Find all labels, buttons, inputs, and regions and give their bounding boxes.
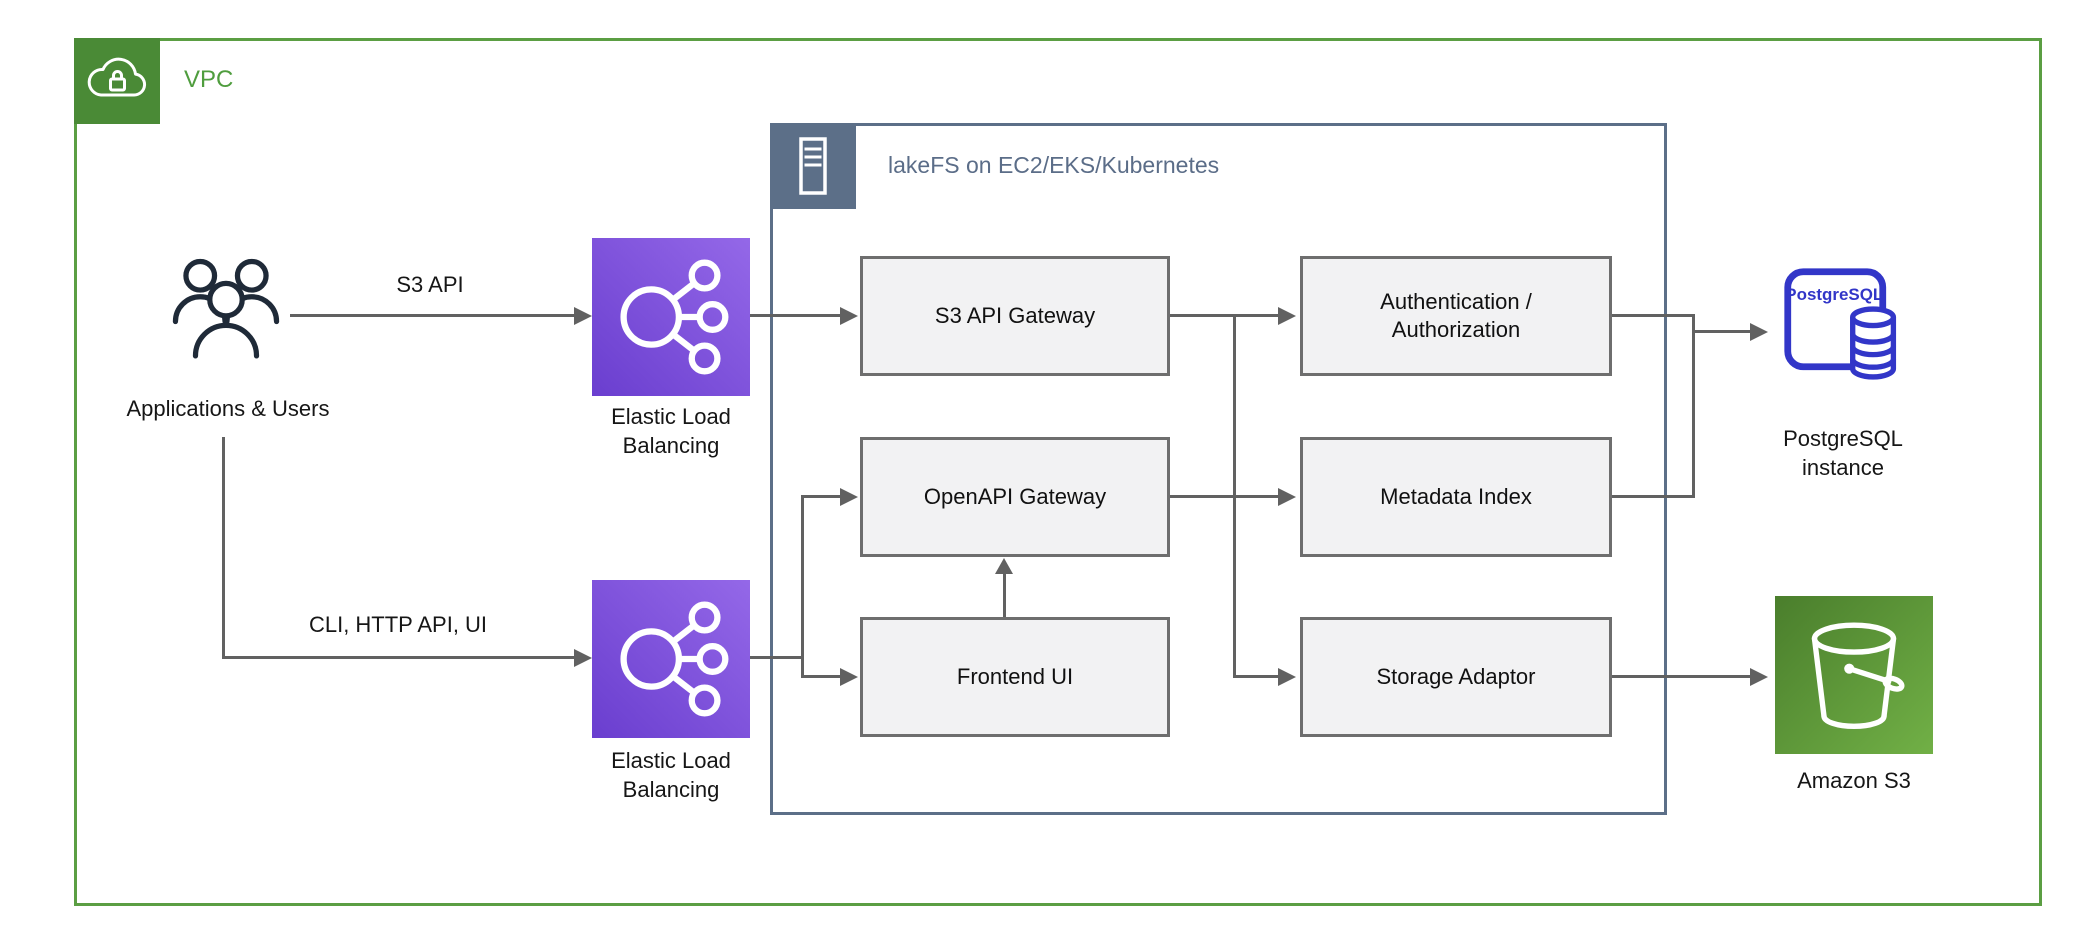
edge-elb-top-to-s3-gateway-arrowhead <box>840 307 858 325</box>
node-frontend-ui-label: Frontend UI <box>956 664 1074 689</box>
edge-trunk-to-storage-line <box>1233 675 1280 678</box>
edge-to-postgres-arrowhead <box>1750 323 1768 341</box>
node-authentication-authorization: Authentication / Authorization <box>1300 256 1612 376</box>
edge-branch-vertical-line <box>801 495 804 678</box>
edge-metadata-out-line <box>1612 495 1695 498</box>
postgresql-label: PostgreSQL instance <box>1783 426 1903 480</box>
server-icon <box>770 123 856 209</box>
edge-label-s3-api: S3 API <box>396 272 464 297</box>
elastic-load-balancing-bottom-icon <box>592 580 750 738</box>
edge-s3-gateway-to-auth-arrowhead <box>1278 307 1296 325</box>
node-frontend-ui: Frontend UI <box>860 617 1170 737</box>
edge-users-to-elb-bottom-arrowhead <box>574 649 592 667</box>
edge-openapi-to-metadata-line <box>1170 495 1280 498</box>
edge-right-merge-line <box>1692 314 1695 498</box>
lakefs-group-border <box>770 123 1667 815</box>
vpc-group-label: VPC <box>184 66 234 93</box>
postgresql-icon: PostgreSQL <box>1780 264 1906 390</box>
edge-storage-to-s3-line <box>1612 675 1752 678</box>
edge-branch-to-openapi-arrowhead <box>840 488 858 506</box>
amazon-s3-label: Amazon S3 <box>1797 768 1911 793</box>
edge-elb-bottom-out-line <box>750 656 804 659</box>
users-icon <box>164 250 288 374</box>
postgresql-logo-text: PostgreSQL <box>1785 285 1883 304</box>
edge-branch-to-frontend-line <box>803 675 842 678</box>
node-openapi-gateway-label: OpenAPI Gateway <box>923 484 1107 509</box>
node-authentication-authorization-label: Authentication / Authorization <box>1380 289 1532 342</box>
vpc-cloud-lock-icon <box>74 38 160 124</box>
edge-frontend-to-openapi-arrowhead <box>995 558 1013 574</box>
users-label: Applications & Users <box>126 396 330 421</box>
elastic-load-balancing-top-icon <box>592 238 750 396</box>
edge-storage-to-s3-arrowhead <box>1750 668 1768 686</box>
edge-to-postgres-line <box>1694 330 1752 333</box>
edge-frontend-to-openapi-line <box>1003 572 1006 618</box>
edge-branch-to-openapi-line <box>803 495 842 498</box>
node-openapi-gateway: OpenAPI Gateway <box>860 437 1170 557</box>
edge-trunk-to-storage-arrowhead <box>1278 668 1296 686</box>
elastic-load-balancing-top-label: Elastic Load Balancing <box>611 404 731 458</box>
node-storage-adaptor: Storage Adaptor <box>1300 617 1612 737</box>
edge-elb-top-to-s3-gateway-line <box>750 314 842 317</box>
lakefs-group-label: lakeFS on EC2/EKS/Kubernetes <box>888 152 1220 178</box>
vpc-group-border <box>74 38 2042 906</box>
edge-openapi-to-metadata-arrowhead <box>1278 488 1296 506</box>
edge-users-to-elb-top-line <box>290 314 576 317</box>
edge-users-to-elb-top-arrowhead <box>574 307 592 325</box>
edge-s3-gateway-to-auth-line <box>1170 314 1280 317</box>
amazon-s3-bucket-icon <box>1775 596 1933 754</box>
node-s3-api-gateway: S3 API Gateway <box>860 256 1170 376</box>
edge-users-down-line <box>222 437 225 659</box>
edge-auth-out-line <box>1612 314 1695 317</box>
node-s3-api-gateway-label: S3 API Gateway <box>934 303 1096 328</box>
edge-label-cli-http-api-ui: CLI, HTTP API, UI <box>308 612 488 637</box>
node-metadata-index-label: Metadata Index <box>1380 484 1532 509</box>
edge-users-to-elb-bottom-line <box>222 656 576 659</box>
node-metadata-index: Metadata Index <box>1300 437 1612 557</box>
node-storage-adaptor-label: Storage Adaptor <box>1376 664 1536 689</box>
elastic-load-balancing-bottom-label: Elastic Load Balancing <box>611 748 731 802</box>
edge-branch-to-frontend-arrowhead <box>840 668 858 686</box>
